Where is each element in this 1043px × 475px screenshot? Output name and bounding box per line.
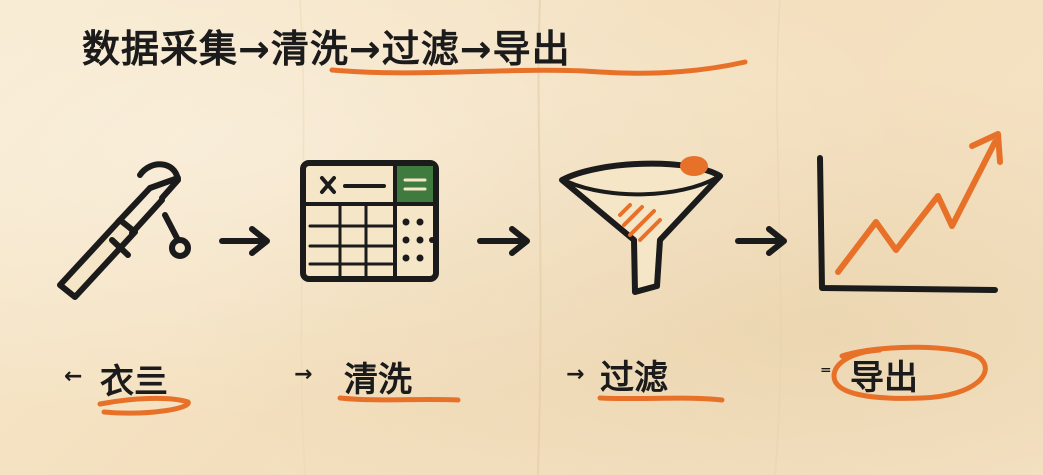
title-collect: 数据采集 [82, 27, 239, 71]
label-underline-1 [97, 395, 191, 416]
step-1-label: 衣亖 [100, 362, 168, 402]
title-arrow-2: → [348, 27, 382, 71]
flow-arrow-3 [735, 226, 787, 256]
step-3-prefix: → [566, 362, 585, 387]
tool-icon [57, 161, 191, 300]
title-arrow-3: → [459, 27, 493, 71]
title-export: 导出 [492, 27, 571, 71]
spreadsheet-icon [300, 160, 439, 282]
label-underline-2 [337, 395, 461, 403]
diagram-title: 数据采集→清洗→过滤→导出 [82, 18, 571, 73]
growth-chart-icon [817, 131, 1003, 293]
funnel-icon [559, 156, 723, 295]
step-3-label: 过滤 [600, 358, 668, 398]
step-4-label: 导出 [850, 358, 918, 398]
step-2-prefix: → [294, 362, 313, 387]
title-clean: 清洗 [270, 27, 349, 71]
label-underline-3 [597, 395, 725, 403]
flow-arrow-2 [477, 226, 530, 256]
label-circle-4 [831, 344, 988, 401]
title-filter: 过滤 [381, 27, 460, 71]
step-1-prefix: ← [64, 364, 83, 389]
title-underline [329, 59, 748, 76]
flow-arrow-1 [219, 226, 270, 256]
step-2-label: 清洗 [344, 360, 412, 400]
step-4-prefix: ⁼ [820, 362, 832, 387]
title-arrow-1: → [238, 27, 271, 71]
